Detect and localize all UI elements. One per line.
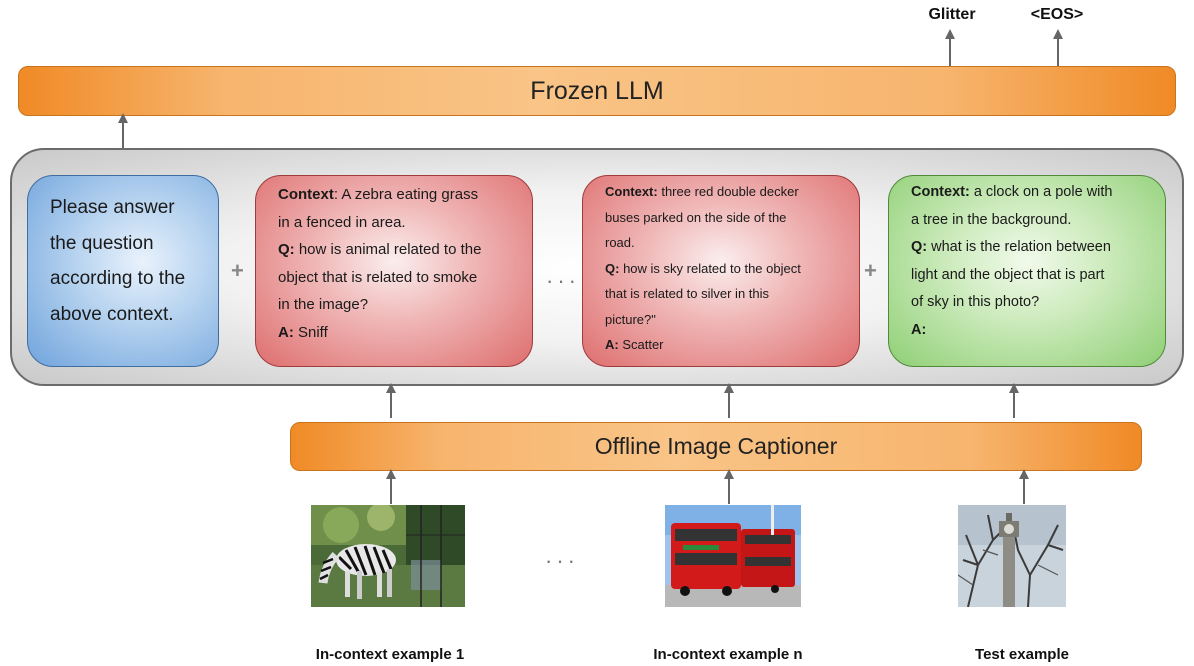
arrow-captioner-to-example-n <box>724 383 734 418</box>
caption-in-context-example-n: In-context example n <box>653 646 803 663</box>
zebra-photo-image <box>311 505 465 607</box>
test-example-box: Context: a clock on a pole with a tree i… <box>888 175 1166 367</box>
output-token-glitter: Glitter <box>928 6 976 23</box>
context-label: Context: <box>605 184 658 199</box>
caption-in-context-example-1: In-context example 1 <box>315 646 465 663</box>
arrow-container-to-llm <box>118 113 128 148</box>
arrow-to-glitter <box>945 29 955 66</box>
context-text: a clock on a pole with <box>969 184 1113 200</box>
context-text: a tree in the background. <box>911 211 1072 228</box>
context-text: road. <box>605 235 635 250</box>
red-buses-photo <box>665 505 801 607</box>
arrow-image-n-to-captioner <box>724 469 734 504</box>
in-context-example-1-box: Context: A zebra eating grass in a fence… <box>255 175 533 367</box>
question-text: of sky in this photo? <box>911 294 1040 310</box>
plus-sign: + <box>231 258 244 283</box>
question-text: how is animal related to the <box>294 241 482 258</box>
zebra-photo <box>311 505 465 607</box>
context-label: Context: <box>911 184 970 200</box>
question-label: Q: <box>911 239 928 255</box>
instruction-line: Please answer <box>50 197 175 218</box>
question-text: in the image? <box>278 296 369 313</box>
offline-image-captioner-bar: Offline Image Captioner <box>290 422 1142 471</box>
frozen-llm-label: Frozen LLM <box>530 76 664 105</box>
arrow-test-image-to-captioner <box>1019 469 1029 504</box>
arrow-captioner-to-example-1 <box>386 383 396 418</box>
question-text: that is related to silver in this <box>605 286 770 301</box>
question-label: Q: <box>605 260 620 276</box>
captioner-label: Offline Image Captioner <box>594 433 838 459</box>
instruction-line: the question <box>50 232 154 254</box>
answer-label: A: <box>605 337 619 352</box>
arrow-captioner-to-test <box>1009 383 1019 418</box>
question-text: object that is related to smoke <box>278 268 478 286</box>
context-text: : A zebra eating grass <box>333 186 479 203</box>
plus-sign: + <box>864 258 877 283</box>
instruction-line: according to the <box>50 268 186 289</box>
in-context-example-n-box: Context: three red double decker buses p… <box>582 175 860 367</box>
context-text: in a fenced in area. <box>278 213 406 231</box>
ellipsis: ··· <box>546 268 580 293</box>
arrow-to-eos <box>1053 29 1063 66</box>
answer-label: A: <box>278 323 294 341</box>
context-text: three red double decker <box>657 184 799 199</box>
frozen-llm-bar: Frozen LLM <box>18 66 1176 116</box>
instruction-line: above context. <box>50 303 174 325</box>
answer-label: A: <box>911 321 927 338</box>
arrow-image-1-to-captioner <box>386 469 396 504</box>
output-token-eos: <EOS> <box>1030 6 1084 23</box>
clock-tree-photo-image <box>958 505 1066 607</box>
question-text: what is the relation between <box>927 239 1111 255</box>
context-text: buses parked on the side of the <box>605 209 787 225</box>
question-text: light and the object that is part <box>911 266 1105 283</box>
question-text: picture?" <box>605 311 656 327</box>
answer-text: Sniff <box>293 323 328 341</box>
clock-tree-photo <box>958 505 1066 607</box>
caption-test-example: Test example <box>975 646 1069 663</box>
answer-text: Scatter <box>618 337 664 352</box>
red-buses-photo-image <box>665 505 801 607</box>
question-label: Q: <box>278 241 295 258</box>
ellipsis: ··· <box>545 548 579 573</box>
context-label: Context <box>278 186 334 203</box>
question-text: how is sky related to the object <box>619 260 801 276</box>
instruction-box: Please answer the question according to … <box>27 175 219 367</box>
